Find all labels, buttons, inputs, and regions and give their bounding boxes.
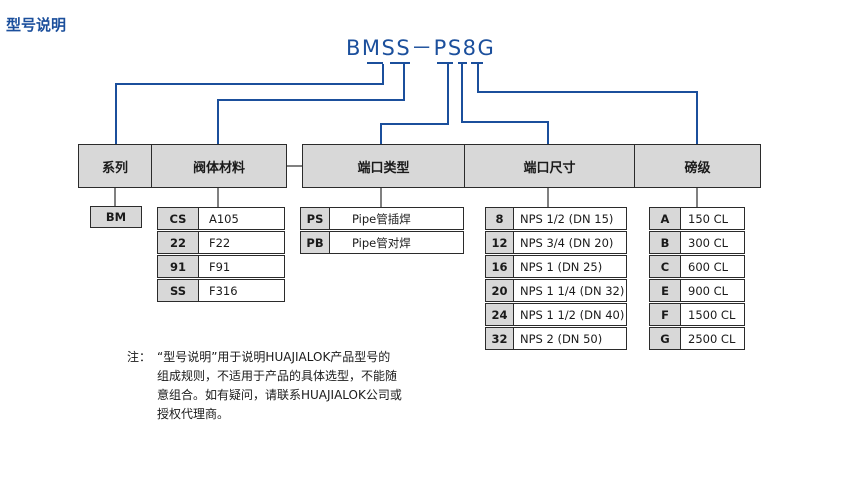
note-body: “型号说明”用于说明HUAJIALOK产品型号的 组成规则，不适用于产品的具体选…	[157, 348, 447, 424]
option-value: NPS 1 (DN 25)	[520, 259, 603, 274]
option-row: PB Pipe管对焊	[300, 231, 464, 254]
option-row: G 2500 CL	[649, 327, 745, 350]
option-row: 8 NPS 1/2 (DN 15)	[485, 207, 627, 230]
connector-pressure-class	[477, 64, 698, 144]
option-row: SS F316	[157, 279, 285, 302]
option-code: B	[650, 232, 681, 253]
option-code: CS	[158, 208, 199, 229]
header-port-size: 端口尺寸	[464, 144, 635, 188]
option-code: 12	[486, 232, 514, 253]
page-title: 型号说明	[6, 16, 67, 34]
option-row: 20 NPS 1 1/4 (DN 32)	[485, 279, 627, 302]
note-line: 意组合。如有疑问，请联系HUAJIALOK公司或	[157, 388, 402, 402]
option-value: NPS 2 (DN 50)	[520, 331, 603, 346]
option-code: 16	[486, 256, 514, 277]
option-value: 600 CL	[688, 259, 729, 274]
option-series: BM	[90, 206, 142, 228]
option-code: SS	[158, 280, 199, 301]
option-code: 24	[486, 304, 514, 325]
option-value: F22	[209, 235, 231, 250]
option-code: PB	[301, 232, 330, 253]
option-value: NPS 3/4 (DN 20)	[520, 235, 614, 250]
option-code: G	[650, 328, 681, 349]
model-code: BMSS－PS8G	[346, 36, 496, 60]
option-value: 1500 CL	[688, 307, 736, 322]
option-value: 2500 CL	[688, 331, 736, 346]
option-value: 900 CL	[688, 283, 729, 298]
option-code: BM	[105, 210, 127, 224]
option-code: 32	[486, 328, 514, 349]
option-row: F 1500 CL	[649, 303, 745, 326]
option-value: Pipe管对焊	[352, 235, 411, 250]
connector-series	[115, 64, 384, 144]
header-material: 阀体材料	[151, 144, 287, 188]
note-line: 组成规则，不适用于产品的具体选型，不能随	[157, 369, 398, 383]
option-code: E	[650, 280, 681, 301]
option-row: 91 F91	[157, 255, 285, 278]
option-value: 300 CL	[688, 235, 729, 250]
option-row: 16 NPS 1 (DN 25)	[485, 255, 627, 278]
option-value: NPS 1/2 (DN 15)	[520, 211, 614, 226]
option-code: 20	[486, 280, 514, 301]
connector-material	[217, 64, 405, 144]
option-code: 8	[486, 208, 514, 229]
option-code: A	[650, 208, 681, 229]
note-line: “型号说明”用于说明HUAJIALOK产品型号的	[157, 350, 391, 364]
option-row: PS Pipe管插焊	[300, 207, 464, 230]
header-port-type: 端口类型	[302, 144, 465, 188]
option-value: F316	[209, 283, 238, 298]
option-code: PS	[301, 208, 330, 229]
connector-port-type	[380, 64, 449, 144]
option-value: NPS 1 1/4 (DN 32)	[520, 283, 625, 298]
option-row: E 900 CL	[649, 279, 745, 302]
option-value: 150 CL	[688, 211, 729, 226]
option-row: 22 F22	[157, 231, 285, 254]
option-row: A 150 CL	[649, 207, 745, 230]
connector-port-size	[461, 64, 549, 144]
option-code: F	[650, 304, 681, 325]
option-row: B 300 CL	[649, 231, 745, 254]
option-row: 32 NPS 2 (DN 50)	[485, 327, 627, 350]
header-pressure-class: 磅级	[634, 144, 761, 188]
option-row: 12 NPS 3/4 (DN 20)	[485, 231, 627, 254]
option-value: F91	[209, 259, 231, 274]
header-row: 系列 阀体材料 端口类型 端口尺寸 磅级	[0, 144, 841, 188]
option-row: CS A105	[157, 207, 285, 230]
option-value: A105	[209, 211, 239, 226]
option-value: Pipe管插焊	[352, 211, 411, 226]
option-code: 91	[158, 256, 199, 277]
option-row: 24 NPS 1 1/2 (DN 40)	[485, 303, 627, 326]
option-code: C	[650, 256, 681, 277]
header-series: 系列	[78, 144, 152, 188]
option-row: C 600 CL	[649, 255, 745, 278]
option-value: NPS 1 1/2 (DN 40)	[520, 307, 625, 322]
option-code: 22	[158, 232, 199, 253]
note-line: 授权代理商。	[157, 407, 230, 421]
note-label: 注：	[127, 350, 152, 364]
